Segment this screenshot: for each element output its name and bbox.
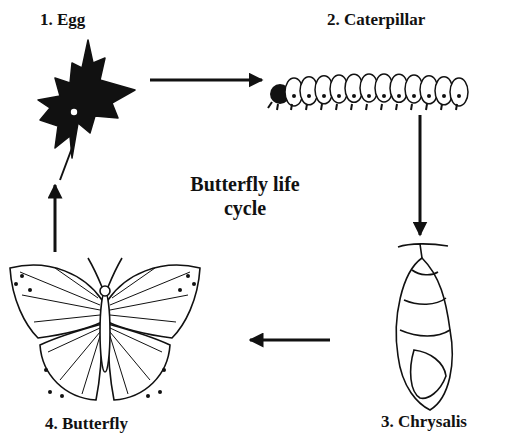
left-wings [10, 265, 102, 400]
stage-label: 1. Egg [40, 10, 85, 30]
stage-label: 3. Chrysalis [381, 412, 467, 432]
cycle-arrow [419, 115, 422, 235]
caterpillar-leg [426, 104, 427, 110]
wing-spot [162, 368, 166, 372]
caterpillar-spot [412, 94, 416, 98]
wing-spot [158, 390, 162, 394]
wing-spot [28, 288, 32, 292]
wing-veins [20, 268, 100, 394]
butterfly-head [100, 286, 110, 296]
stage-label: 2. Caterpillar [327, 10, 425, 30]
wing-spot [146, 394, 150, 398]
stage-node: 2. Caterpillar [262, 8, 477, 115]
caterpillar-leg [456, 104, 457, 110]
caterpillar-spot [367, 94, 371, 98]
cycle-arrow [54, 185, 57, 252]
wing-spot [44, 368, 48, 372]
caterpillar-spot [292, 94, 296, 98]
chrysalis-body [396, 258, 452, 410]
caterpillar-leg [306, 104, 307, 110]
diagram-title: Butterfly life cycle [185, 172, 305, 220]
caterpillar-spot [442, 94, 446, 98]
caterpillar-spot [457, 94, 461, 98]
caterpillar-spot [382, 94, 386, 98]
caterpillar-spot [427, 94, 431, 98]
right-wings [108, 265, 200, 400]
antennae [88, 258, 122, 287]
wing-spot [48, 390, 52, 394]
chrysalis [396, 244, 452, 410]
stage-node: 3. Chrysalis [330, 235, 475, 432]
caterpillar-leg [291, 104, 292, 110]
caterpillar-leg [396, 104, 397, 110]
wing-spot [178, 288, 182, 292]
caterpillar-leg [336, 104, 337, 110]
leaf-with-egg [38, 40, 135, 180]
wing-spot [192, 282, 196, 286]
caterpillar-leg [351, 104, 352, 110]
cycle-arrow [150, 79, 262, 82]
wing-spot [20, 274, 24, 278]
caterpillar-jaw [268, 102, 278, 110]
silk-thread [398, 244, 448, 258]
caterpillar-spot [397, 94, 401, 98]
egg [71, 109, 77, 115]
caterpillar-spot [352, 94, 356, 98]
caterpillar-spot [337, 94, 341, 98]
butterfly [10, 258, 200, 400]
butterfly-body [100, 292, 110, 372]
stage-node: 4. Butterfly [5, 252, 250, 434]
hindwing [40, 324, 102, 400]
caterpillar-leg [411, 104, 412, 110]
caterpillar [268, 74, 468, 110]
caterpillar-spot [322, 94, 326, 98]
leaf [38, 40, 135, 158]
wing-spot [186, 274, 190, 278]
caterpillar-leg [441, 104, 442, 110]
stage-label: 4. Butterfly [45, 414, 128, 434]
wing-spot [60, 394, 64, 398]
chrysalis-ridges [400, 270, 450, 398]
stage-node: 1. Egg [30, 8, 150, 185]
cycle-arrow [250, 339, 330, 342]
body-segment [450, 78, 468, 106]
caterpillar-leg [366, 104, 367, 110]
caterpillar-spot [307, 94, 311, 98]
caterpillar-leg [381, 104, 382, 110]
wing-spot [14, 282, 18, 286]
leaf-stem [60, 148, 72, 180]
caterpillar-leg [321, 104, 322, 110]
